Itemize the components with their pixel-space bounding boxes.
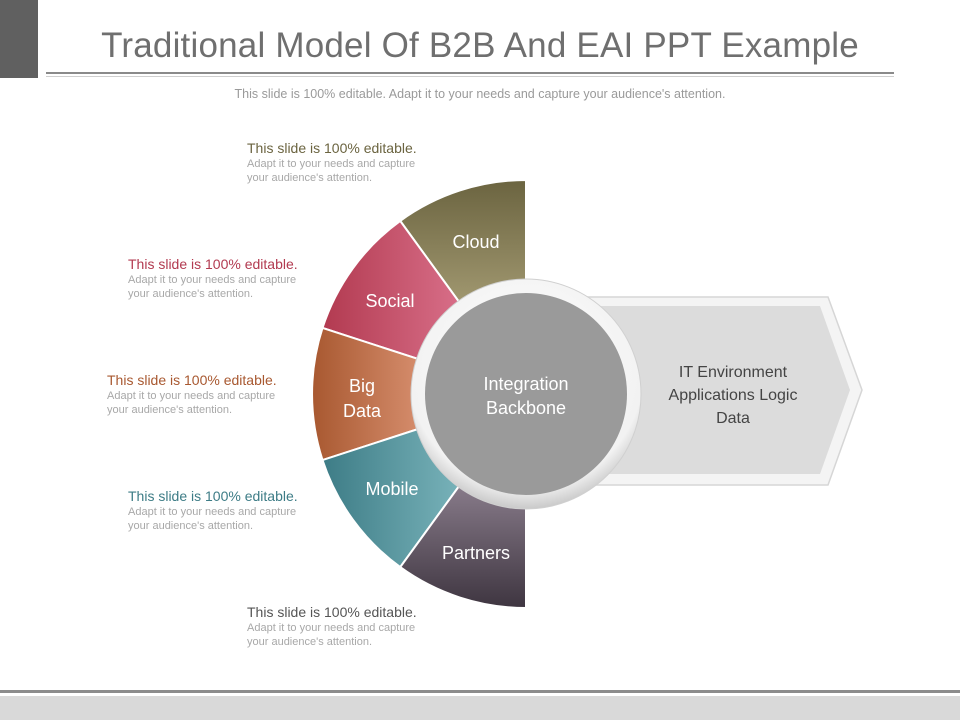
- note-cloud: This slide is 100% editable. Adapt it to…: [247, 140, 477, 185]
- hub-circle: [425, 293, 627, 495]
- note-body-line: your audience's attention.: [247, 172, 373, 184]
- segment-label: Partners: [442, 543, 510, 563]
- note-body-line: Adapt it to your needs and capture: [128, 506, 297, 518]
- note-body-line: your audience's attention.: [128, 520, 254, 532]
- segment-label: Big: [349, 376, 375, 396]
- segment-label: Mobile: [365, 479, 418, 499]
- segment-label: Data: [343, 401, 382, 421]
- note-body-line: your audience's attention.: [128, 288, 254, 300]
- note-body-line: Adapt it to your needs and capture: [247, 622, 416, 634]
- note-heading: This slide is 100% editable.: [247, 604, 417, 620]
- note-mobile: This slide is 100% editable. Adapt it to…: [128, 488, 358, 533]
- corner-accent-block: [0, 0, 38, 78]
- arrow-label-line-1: IT Environment: [679, 364, 788, 381]
- arrow-label-line-2: Applications Logic: [669, 387, 798, 404]
- hub-label-line-1: Integration: [483, 374, 568, 394]
- note-body-line: Adapt it to your needs and capture: [128, 274, 297, 286]
- note-heading: This slide is 100% editable.: [247, 140, 417, 156]
- note-heading: This slide is 100% editable.: [128, 256, 298, 272]
- slide-subtitle: This slide is 100% editable. Adapt it to…: [234, 87, 726, 101]
- note-heading: This slide is 100% editable.: [128, 488, 298, 504]
- title-underline-thin: [46, 76, 894, 77]
- note-body-line: Adapt it to your needs and capture: [247, 158, 416, 170]
- title-underline: [46, 72, 894, 74]
- note-heading: This slide is 100% editable.: [107, 372, 277, 388]
- hub-label-line-2: Backbone: [486, 398, 566, 418]
- note-body-line: your audience's attention.: [247, 636, 373, 648]
- note-body-line: your audience's attention.: [107, 404, 233, 416]
- footer-bar: [0, 696, 960, 720]
- note-partners: This slide is 100% editable. Adapt it to…: [247, 604, 477, 649]
- note-social: This slide is 100% editable. Adapt it to…: [128, 256, 358, 301]
- segment-label: Social: [365, 291, 414, 311]
- arrow-label-line-3: Data: [716, 410, 750, 427]
- slide-title: Traditional Model Of B2B And EAI PPT Exa…: [101, 26, 859, 65]
- footer-rule: [0, 690, 960, 693]
- note-body-line: Adapt it to your needs and capture: [107, 390, 276, 402]
- segment-label: Cloud: [452, 232, 499, 252]
- note-big-data: This slide is 100% editable. Adapt it to…: [107, 372, 337, 417]
- arrow-body: [570, 306, 850, 474]
